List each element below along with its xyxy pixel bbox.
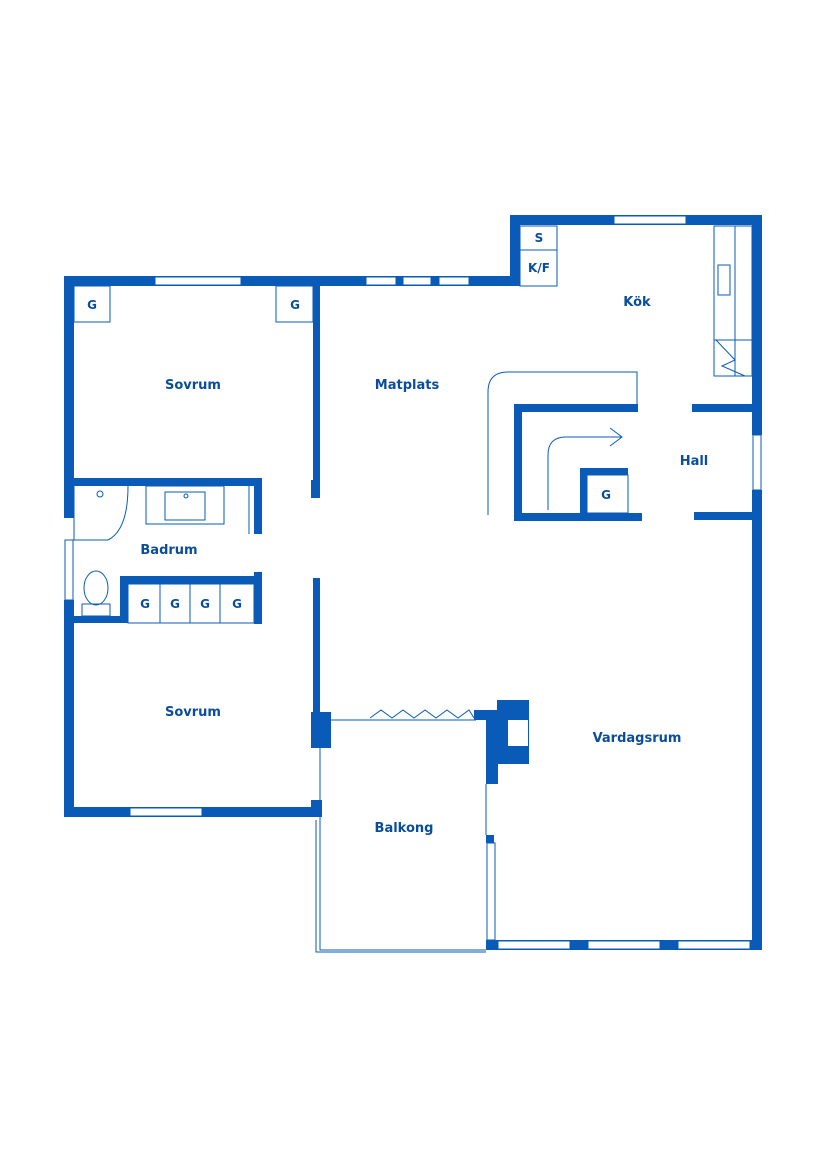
fixture-tag-g: G bbox=[200, 597, 210, 611]
interior-walls bbox=[64, 285, 754, 950]
room-label-vardagsrum: Vardagsrum bbox=[593, 731, 682, 746]
thin-lines bbox=[73, 225, 753, 953]
fixture-tag-kf: K/F bbox=[528, 261, 550, 275]
room-label-matplats: Matplats bbox=[375, 378, 440, 393]
room-label-balkong: Balkong bbox=[375, 821, 434, 836]
room-label-sovrum-top: Sovrum bbox=[165, 378, 221, 393]
fixture-tag-g: G bbox=[290, 298, 300, 312]
room-label-sovrum-bottom: Sovrum bbox=[165, 705, 221, 720]
fixture-tag-g: G bbox=[140, 597, 150, 611]
fixture-tag-g: G bbox=[232, 597, 242, 611]
fixture-tag-g: G bbox=[170, 597, 180, 611]
room-label-hall: Hall bbox=[680, 454, 709, 469]
fixture-tag-g: G bbox=[87, 298, 97, 312]
fixture-tag-s: S bbox=[535, 231, 544, 245]
room-label-kok: Kök bbox=[623, 295, 651, 310]
room-label-badrum: Badrum bbox=[140, 543, 197, 558]
fixture-tag-g: G bbox=[601, 488, 611, 502]
